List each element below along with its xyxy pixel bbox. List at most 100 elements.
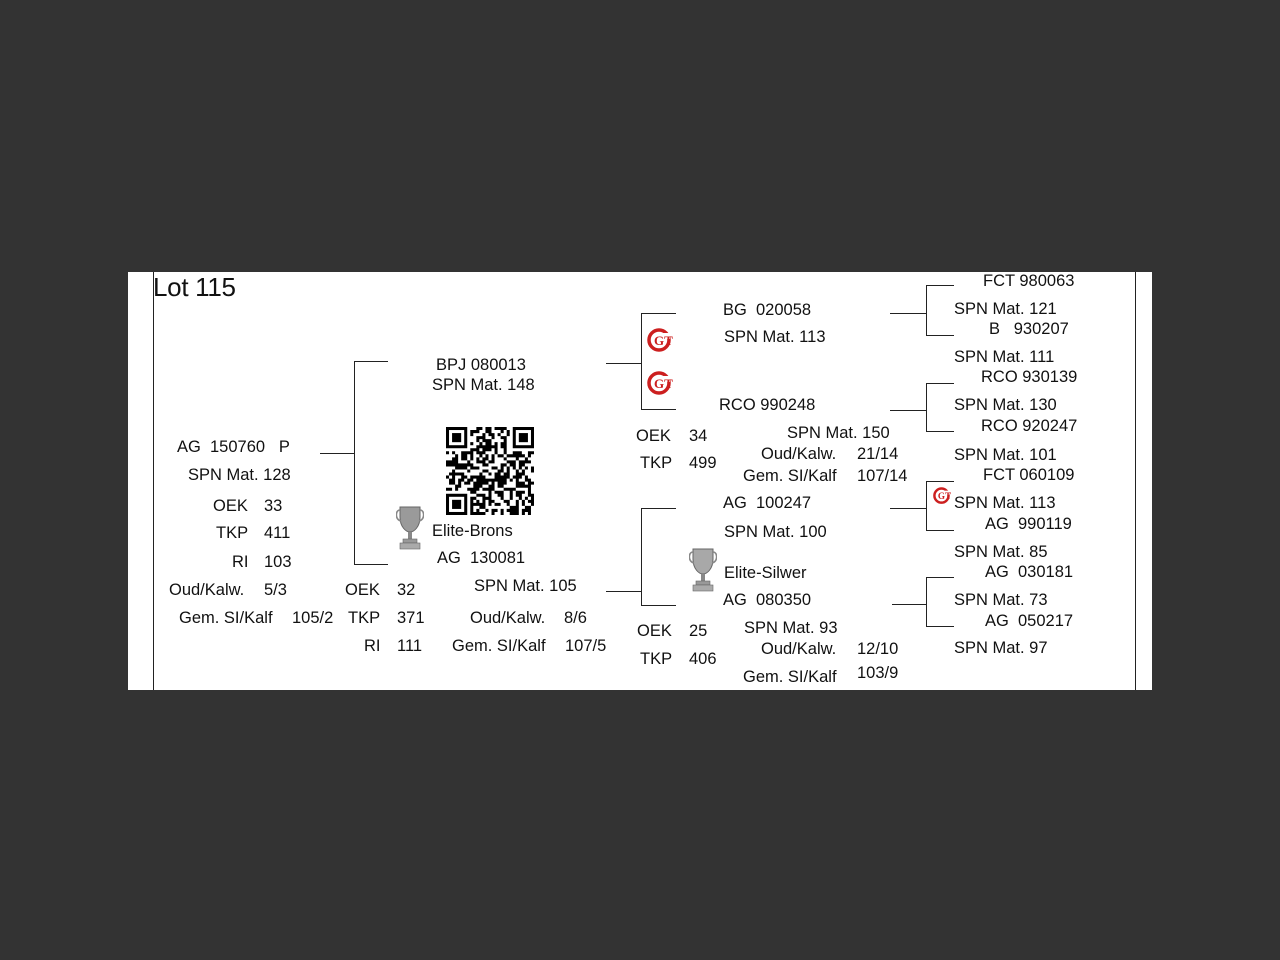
bracket-animal-vertical bbox=[354, 361, 355, 564]
ggp-dss-spn: SPN Mat. 113 bbox=[954, 494, 1056, 512]
dam-ri-label: RI bbox=[364, 637, 381, 655]
ggp-ssd-spn: SPN Mat. 121 bbox=[954, 300, 1057, 318]
dam-ri-value: 111 bbox=[397, 637, 423, 655]
dam-dam-oek-value: 25 bbox=[689, 622, 708, 640]
animal-oek-label: OEK bbox=[213, 497, 248, 515]
sire-sire-id: BG 020058 bbox=[723, 301, 812, 319]
ggp-ddd-spn: SPN Mat. 97 bbox=[954, 639, 1048, 657]
bracket-sire-bottom bbox=[641, 409, 676, 410]
animal-oud-label: Oud/Kalw. bbox=[169, 581, 245, 599]
qr-code bbox=[446, 427, 534, 515]
trophy-icon bbox=[396, 506, 424, 550]
sire-dam-oud-value: 21/14 bbox=[857, 445, 899, 463]
dam-sire-award: Elite-Silwer bbox=[724, 564, 807, 582]
bracket-sire-stem bbox=[606, 363, 641, 364]
ggp-sds-id: RCO 930139 bbox=[981, 368, 1078, 386]
dam-dam-oud-value: 12/10 bbox=[857, 640, 899, 658]
sire-dam-tkp-label: TKP bbox=[640, 454, 673, 472]
animal-gem-label: Gem. SI/Kalf bbox=[179, 609, 273, 627]
dam-oek-value: 32 bbox=[397, 581, 416, 599]
dam-tkp-label: TKP bbox=[348, 609, 381, 627]
ggp-ssd2-spn: SPN Mat. 111 bbox=[954, 348, 1055, 366]
bracket-ssire-stem bbox=[890, 313, 926, 314]
gt-logo-icon: GT bbox=[933, 487, 951, 504]
svg-text:GT: GT bbox=[654, 333, 673, 348]
sire-dam-gem-value: 107/14 bbox=[857, 467, 908, 485]
bracket-dsire-stem bbox=[890, 508, 926, 509]
sire-dam-spn: SPN Mat. 150 bbox=[787, 424, 890, 442]
bracket-ddam-bottom bbox=[926, 626, 954, 627]
animal-tkp-value: 411 bbox=[264, 524, 291, 542]
bracket-dam-bottom bbox=[641, 605, 676, 606]
sire-spn: SPN Mat. 148 bbox=[432, 376, 535, 394]
ggp-dds-spn: SPN Mat. 73 bbox=[954, 591, 1048, 609]
animal-ri-value: 103 bbox=[264, 553, 292, 571]
bracket-ssire-vertical bbox=[926, 285, 927, 335]
ggp-dds-id: AG 030181 bbox=[985, 563, 1074, 581]
bracket-ssire-top bbox=[926, 285, 954, 286]
bracket-dam-top bbox=[641, 508, 676, 509]
bracket-ddam-vertical bbox=[926, 577, 927, 626]
bracket-ddam-top bbox=[926, 577, 954, 578]
bracket-dsire-bottom bbox=[926, 530, 954, 531]
bracket-animal-top bbox=[354, 361, 388, 362]
dam-oud-label: Oud/Kalw. bbox=[470, 609, 546, 627]
animal-spn: SPN Mat. 128 bbox=[188, 466, 291, 484]
dam-dam-id: AG 080350 bbox=[723, 591, 812, 609]
dam-oud-value: 8/6 bbox=[564, 609, 587, 627]
animal-oek-value: 33 bbox=[264, 497, 283, 515]
sire-id: BPJ 080013 bbox=[436, 356, 526, 374]
dam-sire-id: AG 100247 bbox=[723, 494, 812, 512]
sire-dam-gem-label: Gem. SI/Kalf bbox=[743, 467, 837, 485]
sire-award: Elite-Brons bbox=[432, 522, 513, 540]
right-border-line bbox=[1135, 272, 1136, 690]
sire-dam-id: RCO 990248 bbox=[719, 396, 816, 414]
ggp-sdd-id: RCO 920247 bbox=[981, 417, 1078, 435]
dam-dam-tkp-value: 406 bbox=[689, 650, 717, 668]
bracket-sire-top bbox=[641, 313, 676, 314]
bracket-dsire-vertical bbox=[926, 481, 927, 530]
lot-title: Lot 115 bbox=[153, 272, 236, 302]
bracket-sdam-stem bbox=[890, 410, 926, 411]
gt-logo-icon: GT bbox=[647, 328, 673, 352]
ggp-ssd-spn-top: FCT 980063 bbox=[983, 272, 1075, 290]
dam-dam-oud-label: Oud/Kalw. bbox=[761, 640, 837, 658]
animal-ri-label: RI bbox=[232, 553, 249, 571]
dam-gem-value: 107/5 bbox=[565, 637, 607, 655]
left-border-line bbox=[153, 272, 154, 690]
sire-dam-oek-label: OEK bbox=[636, 427, 671, 445]
bracket-animal-bottom bbox=[354, 564, 388, 565]
bracket-dam-stem bbox=[606, 591, 641, 592]
dam-id: AG 130081 bbox=[437, 549, 526, 567]
bracket-sdam-top bbox=[926, 383, 954, 384]
dam-oek-label: OEK bbox=[345, 581, 380, 599]
dam-spn: SPN Mat. 105 bbox=[474, 577, 577, 595]
bracket-ddam-stem bbox=[892, 604, 926, 605]
sire-dam-oud-label: Oud/Kalw. bbox=[761, 445, 837, 463]
ggp-sdd-spn: SPN Mat. 101 bbox=[954, 446, 1057, 464]
ggp-dsd-id: AG 990119 bbox=[985, 515, 1072, 533]
animal-tkp-label: TKP bbox=[216, 524, 249, 542]
animal-gem-value: 105/2 bbox=[292, 609, 334, 627]
ggp-ssd-id: B 930207 bbox=[989, 320, 1069, 338]
dam-dam-gem-label: Gem. SI/Kalf bbox=[743, 668, 837, 686]
dam-dam-gem-value: 103/9 bbox=[857, 664, 899, 682]
dam-dam-spn: SPN Mat. 93 bbox=[744, 619, 838, 637]
gt-logo-icon: GT bbox=[647, 371, 673, 395]
pedigree-sheet: Lot 115 AG 150760 P SPN Mat. 128 OEK 33 … bbox=[128, 272, 1152, 690]
sire-dam-oek-value: 34 bbox=[689, 427, 708, 445]
bracket-sdam-vertical bbox=[926, 383, 927, 431]
ggp-sds-spn: SPN Mat. 130 bbox=[954, 396, 1057, 414]
bracket-animal-stem bbox=[320, 453, 354, 454]
svg-text:GT: GT bbox=[654, 376, 673, 391]
ggp-ddd-id: AG 050217 bbox=[985, 612, 1074, 630]
svg-text:GT: GT bbox=[938, 491, 951, 501]
bracket-sdam-bottom bbox=[926, 431, 954, 432]
dam-sire-spn: SPN Mat. 100 bbox=[724, 523, 827, 541]
sire-sire-spn: SPN Mat. 113 bbox=[724, 328, 826, 346]
ggp-dss-id: FCT 060109 bbox=[983, 466, 1075, 484]
ggp-dsd-spn: SPN Mat. 85 bbox=[954, 543, 1048, 561]
dam-dam-tkp-label: TKP bbox=[640, 650, 673, 668]
trophy-icon bbox=[689, 548, 717, 592]
dam-dam-oek-label: OEK bbox=[637, 622, 672, 640]
